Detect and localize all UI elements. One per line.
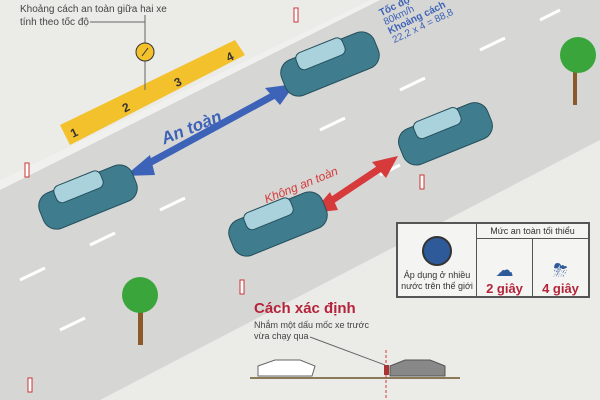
ruler	[60, 40, 245, 145]
car	[228, 191, 328, 257]
minimum-safety: Mức an toàn tối thiểu ☁2 giây ⛈4 giây	[477, 224, 588, 296]
car	[398, 102, 493, 166]
road-edge	[0, 0, 380, 190]
road-posts	[24, 7, 425, 393]
info-box: Áp dụng ở nhiều nước trên thế giới Mức a…	[396, 222, 590, 298]
world-text: Áp dụng ở nhiều nước trên thế giới	[401, 270, 473, 291]
clear-seconds: 2 giây	[486, 281, 523, 296]
globe-icon	[422, 236, 452, 266]
method-desc-line: Nhắm một dấu mốc xe trước	[254, 320, 369, 330]
method-title: Cách xác định	[254, 300, 356, 317]
rain-seconds: 4 giây	[542, 281, 579, 296]
car	[38, 164, 138, 230]
cars	[38, 31, 493, 257]
car	[280, 31, 380, 97]
trees	[122, 37, 596, 345]
min-safety-header: Mức an toàn tối thiểu	[477, 224, 588, 239]
ruler-mark: 2	[119, 99, 133, 116]
clear-weather-cell: ☁2 giây	[477, 239, 533, 296]
caption-line: Khoảng cách an toàn giữa hai xe	[20, 4, 167, 15]
stopwatch-icon	[135, 15, 155, 90]
method-diagram	[250, 336, 460, 400]
caption: Khoảng cách an toàn giữa hai xe tính theo…	[20, 3, 167, 29]
sun-cloud-icon: ☁	[495, 260, 514, 280]
rain-weather-cell: ⛈4 giây	[533, 239, 588, 296]
world-cell: Áp dụng ở nhiều nước trên thế giới	[398, 224, 477, 296]
caption-line: tính theo tốc độ	[20, 17, 89, 28]
storm-cloud-icon: ⛈	[553, 260, 568, 280]
method-desc-line: vừa chạy qua	[254, 331, 309, 341]
ruler-mark: 3	[171, 74, 184, 90]
